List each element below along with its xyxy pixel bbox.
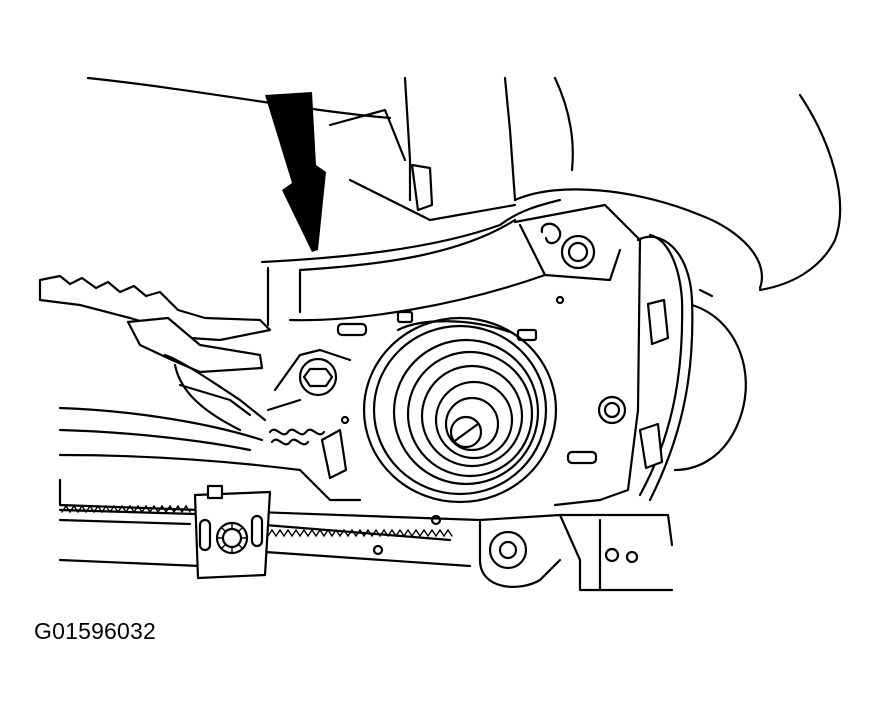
splined-shaft-icon	[215, 521, 249, 555]
seat-back-outline	[86, 76, 842, 292]
release-lever	[38, 274, 352, 432]
recliner-bracket-plate	[260, 178, 642, 507]
hex-nut-icon	[302, 367, 334, 388]
curved-guide-rail	[636, 233, 747, 502]
latch-spring	[58, 406, 362, 502]
spiral-spring-icon	[362, 310, 558, 504]
figure-code-label: G01596032	[34, 618, 157, 644]
vertical-bracket	[193, 484, 272, 580]
plate-slots	[336, 295, 598, 465]
pointer-arrow-icon	[265, 92, 326, 252]
toothed-seat-track	[58, 478, 674, 592]
spring-hook-assembly	[540, 222, 627, 425]
